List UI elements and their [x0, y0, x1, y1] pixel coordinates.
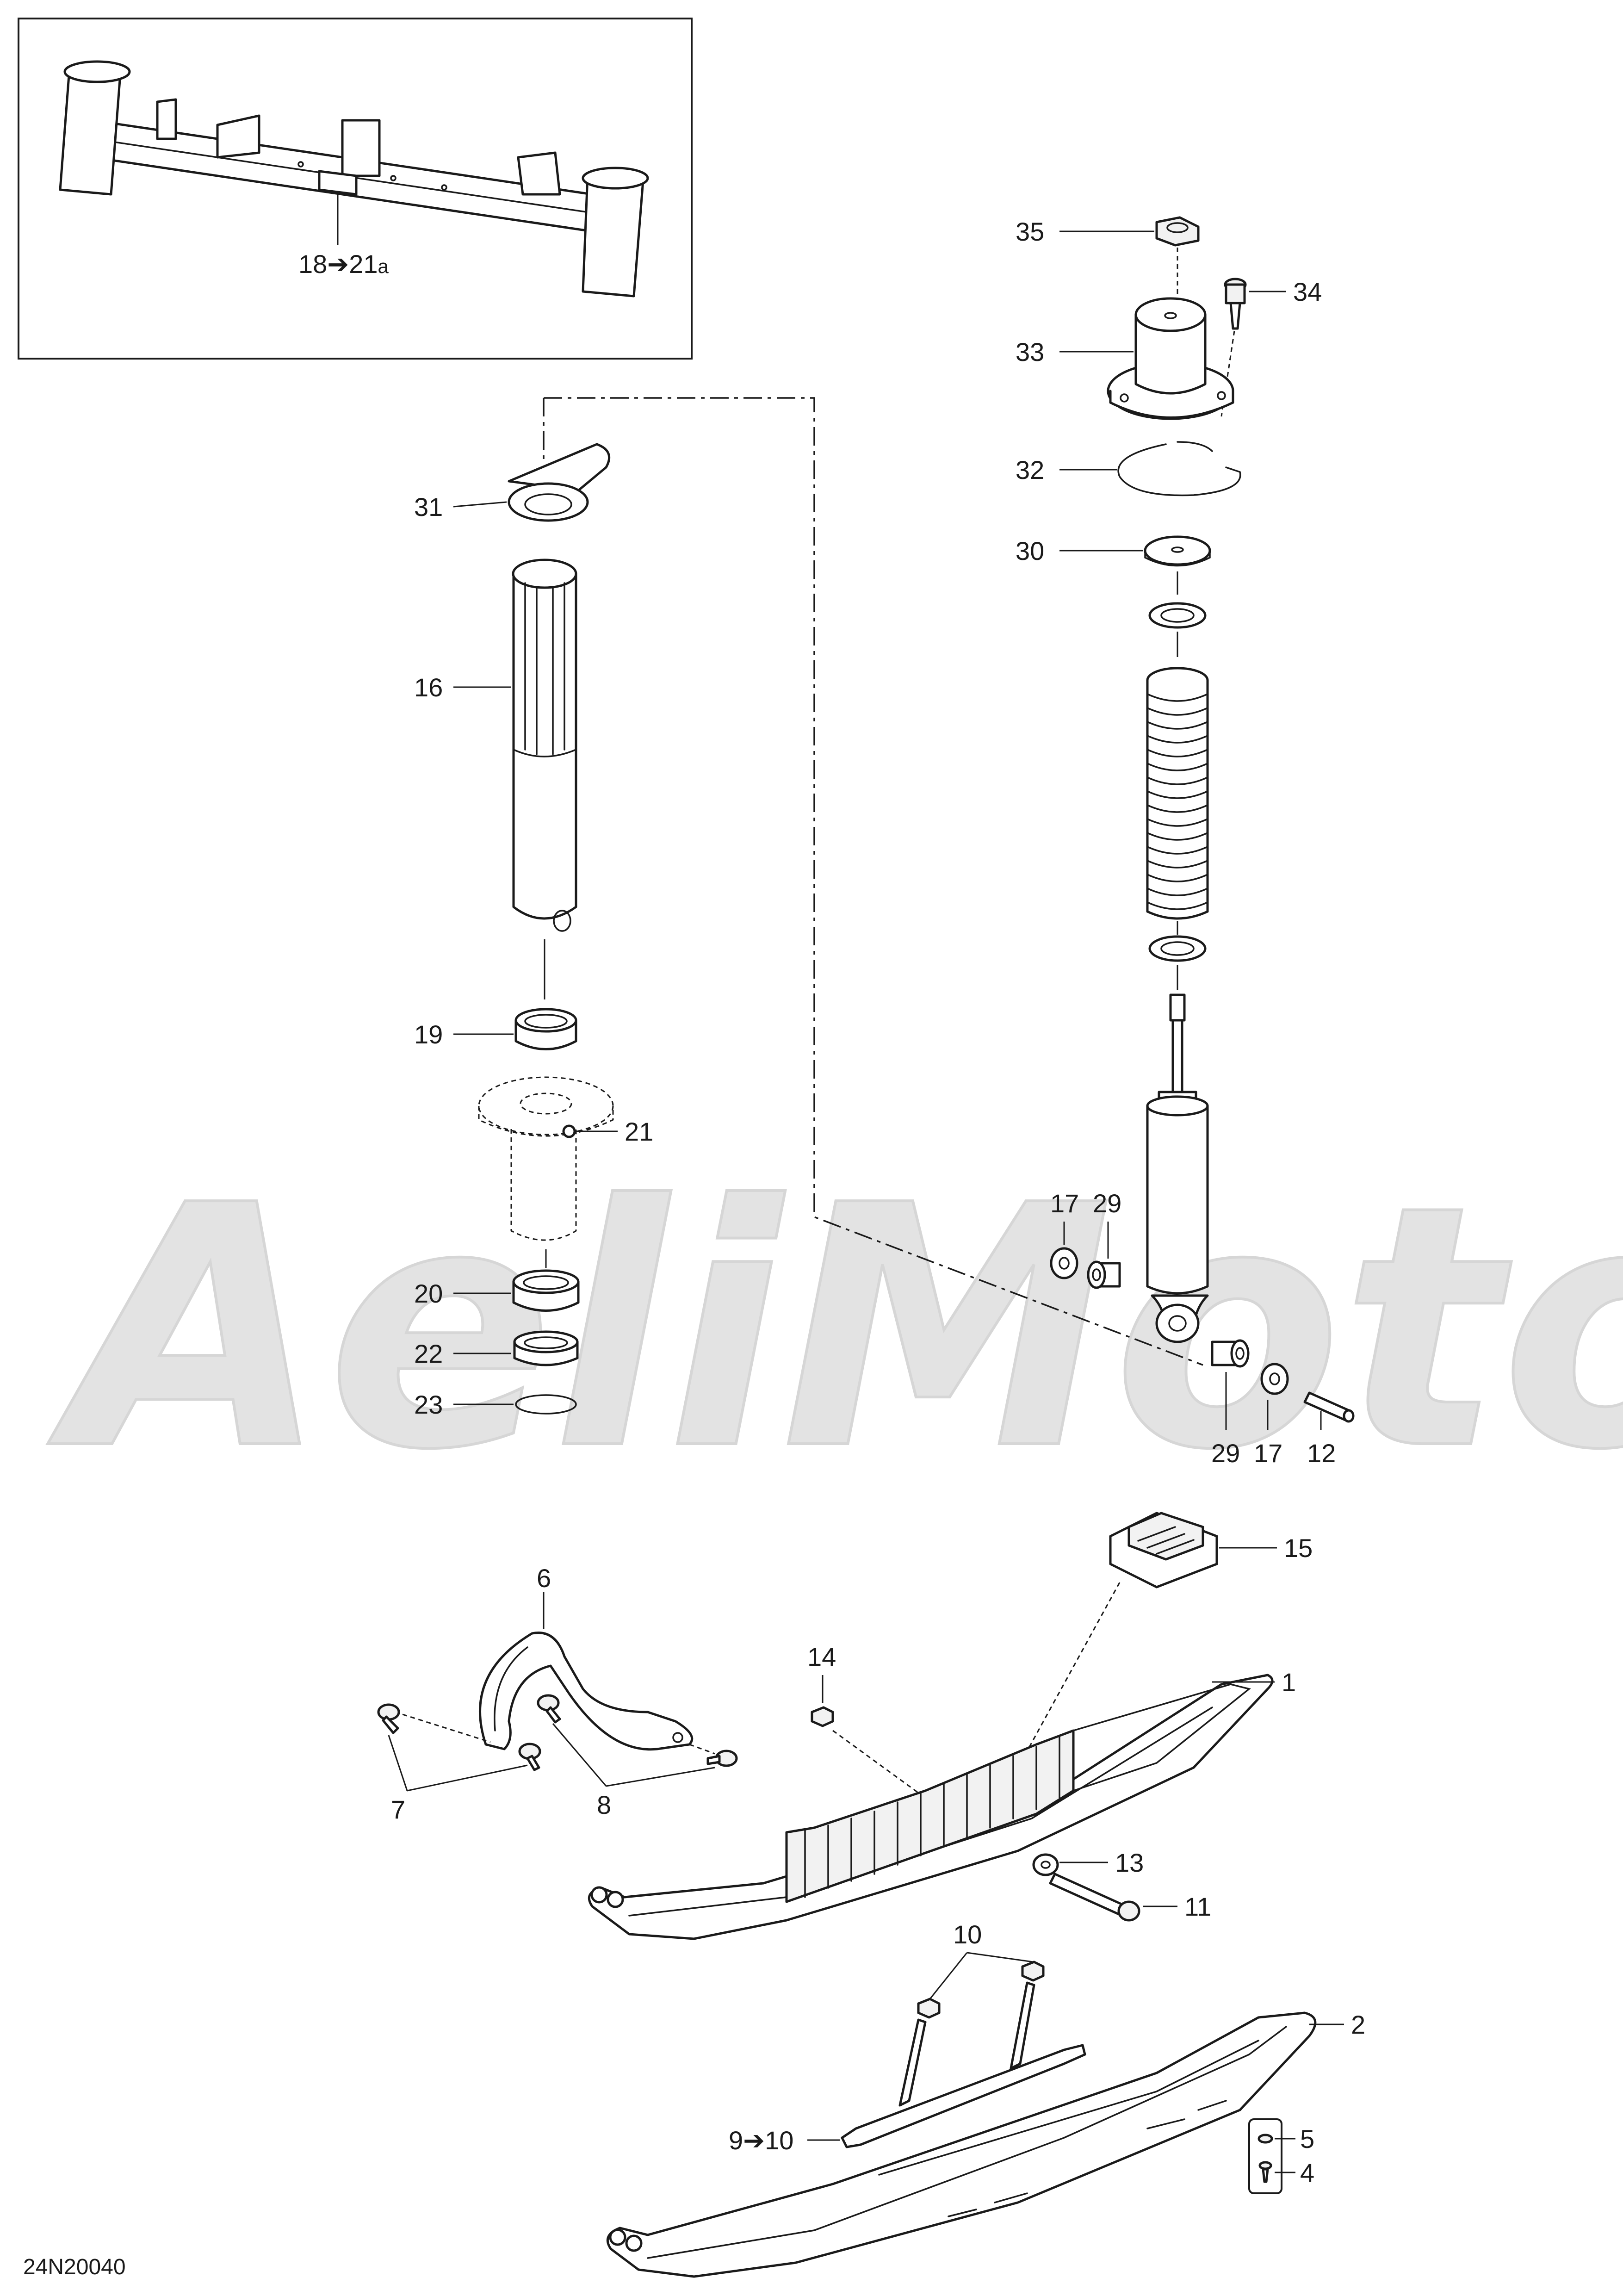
screw-7a [377, 1703, 400, 1734]
callout-19: 19 [414, 1020, 443, 1049]
nut-35 [1155, 216, 1200, 247]
callout-32: 32 [1016, 455, 1044, 484]
stopper-plate-31 [508, 443, 611, 522]
callout-8: 8 [597, 1790, 611, 1819]
hardware-box-4-5: 5 4 [1248, 2118, 1314, 2194]
callout-15: 15 [1284, 1533, 1313, 1563]
inset-border [18, 18, 693, 360]
callout-16: 16 [414, 673, 443, 702]
screw-8a [537, 1694, 561, 1724]
pin-12 [1303, 1391, 1355, 1423]
shock-absorber [1146, 993, 1209, 1343]
left-spindle-housing [59, 68, 122, 196]
callout-11: 11 [1184, 1892, 1211, 1921]
drawing-code: 24N20040 [23, 2255, 126, 2279]
ski-group: 15 6 7 [377, 1512, 1365, 2278]
ski-skin-2 [606, 2011, 1317, 2278]
bushing-20 [512, 1269, 580, 1312]
callout-21: 21 [625, 1117, 653, 1146]
callout-2: 2 [1351, 2010, 1365, 2039]
inset-callout-18-21a: 18➔21a [298, 249, 389, 279]
shock-group: 35 34 33 32 [1016, 216, 1355, 1468]
callout-12: 12 [1307, 1439, 1336, 1468]
bushing-22 [513, 1330, 579, 1366]
runner-9 [841, 1981, 1086, 2148]
watermark: AeliMoto [42, 1133, 1623, 1524]
nut-10b [1021, 1961, 1045, 1982]
mount-bracket-18-21 [318, 170, 358, 196]
callout-6: 6 [537, 1564, 551, 1593]
nut-10a [917, 1998, 941, 2019]
screw-7b [518, 1743, 541, 1771]
ski-handle-6 [479, 1632, 694, 1751]
callout-7: 7 [391, 1795, 405, 1824]
callout-9-10: 9➔10 [729, 2126, 793, 2155]
washer-30 [1144, 535, 1211, 567]
nut-14 [811, 1706, 834, 1727]
callout-13: 13 [1115, 1848, 1144, 1877]
watermark-text: AeliMoto [43, 1135, 1623, 1522]
callout-29-right: 29 [1211, 1439, 1240, 1468]
grease-fitting-21 [562, 1124, 576, 1138]
spindle-16 [512, 558, 577, 932]
callout-30: 30 [1016, 536, 1044, 565]
spindle-housing-ghost [478, 1076, 614, 1241]
spindle-group: 31 16 19 [414, 397, 1203, 1419]
coil-spring [1146, 667, 1209, 920]
shock-cap-33 [1107, 297, 1234, 420]
callout-31: 31 [414, 492, 443, 521]
callout-23: 23 [414, 1390, 443, 1419]
bolt-34 [1224, 278, 1247, 330]
callout-5: 5 [1300, 2124, 1314, 2153]
circlip-23 [515, 1394, 577, 1415]
right-housing-top [582, 167, 649, 190]
callout-33: 33 [1016, 337, 1044, 366]
ski-1 [588, 1674, 1274, 1940]
callout-20: 20 [414, 1279, 443, 1308]
spring-seat [1148, 602, 1207, 629]
bushing-29-right [1211, 1339, 1250, 1368]
ski-block-15 [1109, 1512, 1218, 1589]
washer-17-left [1050, 1247, 1078, 1279]
callout-1: 1 [1282, 1668, 1296, 1697]
assembly-centerline [544, 397, 1203, 1366]
callout-17-right: 17 [1254, 1439, 1282, 1468]
right-spindle-housing [582, 174, 644, 298]
washer-5 [1258, 2134, 1273, 2144]
callout-34: 34 [1293, 277, 1322, 306]
inset-frame-assembly: 18➔21a [18, 18, 693, 360]
bushing-19 [514, 1008, 577, 1050]
bolt-11 [1049, 1873, 1140, 1922]
lower-spring-seat [1148, 935, 1207, 962]
callout-22: 22 [414, 1339, 443, 1368]
retaining-ring-32 [1117, 441, 1241, 496]
callout-35: 35 [1016, 217, 1044, 246]
washer-13 [1032, 1853, 1059, 1876]
callout-29-left: 29 [1093, 1189, 1121, 1218]
screw-8b [706, 1750, 738, 1767]
left-housing-top [63, 60, 131, 83]
washer-17-right [1260, 1363, 1289, 1395]
callout-14: 14 [807, 1642, 836, 1671]
callout-17-left: 17 [1050, 1189, 1079, 1218]
callout-4: 4 [1300, 2158, 1314, 2187]
screw-4 [1258, 2161, 1272, 2183]
callout-10: 10 [953, 1920, 982, 1949]
bushing-29-left [1087, 1260, 1121, 1289]
